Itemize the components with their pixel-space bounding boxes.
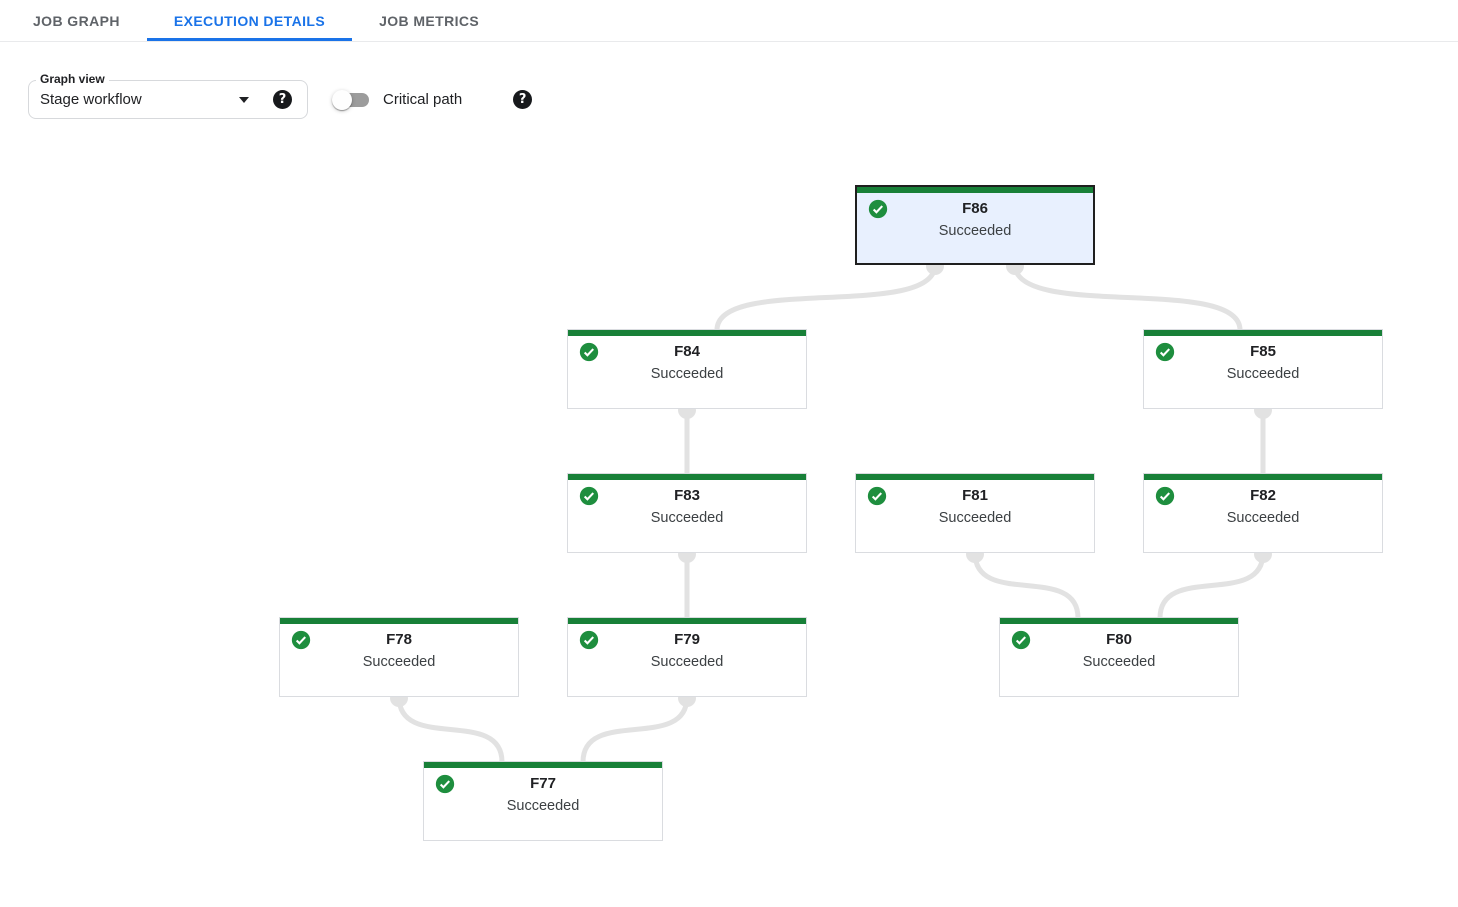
stage-node-f81[interactable]: F81 Succeeded bbox=[855, 473, 1095, 553]
critical-path-help-icon[interactable]: ? bbox=[513, 90, 533, 109]
stage-status-bar bbox=[857, 187, 1093, 193]
check-circle-icon bbox=[868, 199, 888, 219]
stage-status-bar bbox=[568, 330, 806, 336]
stage-label: F82 bbox=[1250, 487, 1276, 504]
tab-label: JOB GRAPH bbox=[33, 12, 120, 29]
stage-label: F83 bbox=[674, 487, 700, 504]
stage-status-bar bbox=[280, 618, 518, 624]
graph-edge bbox=[714, 264, 938, 331]
toggle-knob-icon bbox=[332, 89, 352, 110]
critical-path-control: Critical path ? bbox=[332, 89, 533, 110]
tab-label: EXECUTION DETAILS bbox=[173, 12, 326, 29]
stage-node-f83[interactable]: F83 Succeeded bbox=[567, 473, 807, 553]
stage-label: F77 bbox=[530, 775, 556, 792]
check-circle-icon bbox=[435, 774, 455, 794]
stage-node-f85[interactable]: F85 Succeeded bbox=[1143, 329, 1383, 409]
stage-status-bar bbox=[1144, 474, 1382, 480]
tab-job-metrics[interactable]: JOB METRICS bbox=[352, 0, 506, 41]
graph-edge bbox=[580, 696, 690, 763]
stage-status: Succeeded bbox=[650, 510, 724, 526]
check-circle-icon bbox=[579, 630, 599, 650]
stage-node-f79[interactable]: F79 Succeeded bbox=[567, 617, 807, 697]
stage-node-f86[interactable]: F86 Succeeded bbox=[855, 185, 1095, 265]
stage-label: F80 bbox=[1106, 631, 1132, 648]
stage-status: Succeeded bbox=[1226, 510, 1300, 526]
stage-status: Succeeded bbox=[650, 366, 724, 382]
check-circle-icon bbox=[867, 486, 887, 506]
tab-label: JOB METRICS bbox=[379, 12, 480, 29]
graph-view-help-icon[interactable]: ? bbox=[273, 90, 292, 109]
graph-edge bbox=[1157, 552, 1266, 619]
graph-edge bbox=[396, 696, 505, 763]
tab-job-graph[interactable]: JOB GRAPH bbox=[6, 0, 147, 41]
stage-status: Succeeded bbox=[506, 798, 580, 814]
graph-view-field-label: Graph view bbox=[36, 72, 109, 86]
stage-label: F84 bbox=[674, 343, 700, 360]
stage-status: Succeeded bbox=[938, 510, 1012, 526]
stage-status-bar bbox=[568, 618, 806, 624]
stage-node-f80[interactable]: F80 Succeeded bbox=[999, 617, 1239, 697]
graph-view-select[interactable]: Graph view Stage workflow ? bbox=[28, 72, 308, 119]
stage-status: Succeeded bbox=[362, 654, 436, 670]
check-circle-icon bbox=[1155, 342, 1175, 362]
stage-status: Succeeded bbox=[650, 654, 724, 670]
stage-status-bar bbox=[1144, 330, 1382, 336]
stage-status-bar bbox=[1000, 618, 1238, 624]
graph-view-selected-value: Stage workflow bbox=[40, 91, 142, 108]
critical-path-label: Critical path bbox=[383, 91, 463, 108]
graph-edge bbox=[1012, 264, 1243, 331]
stage-label: F78 bbox=[386, 631, 412, 648]
check-circle-icon bbox=[579, 486, 599, 506]
check-circle-icon bbox=[1155, 486, 1175, 506]
stage-status-bar bbox=[568, 474, 806, 480]
stage-node-f84[interactable]: F84 Succeeded bbox=[567, 329, 807, 409]
stage-status: Succeeded bbox=[938, 223, 1012, 239]
stage-node-f77[interactable]: F77 Succeeded bbox=[423, 761, 663, 841]
stage-status-bar bbox=[856, 474, 1094, 480]
graph-controls: Graph view Stage workflow ? Critical pat… bbox=[28, 72, 533, 119]
stage-label: F79 bbox=[674, 631, 700, 648]
stage-label: F85 bbox=[1250, 343, 1276, 360]
check-circle-icon bbox=[1011, 630, 1031, 650]
stage-status-bar bbox=[424, 762, 662, 768]
stage-status: Succeeded bbox=[1226, 366, 1300, 382]
stage-label: F86 bbox=[962, 200, 988, 217]
graph-edge bbox=[972, 552, 1081, 619]
dropdown-arrow-icon[interactable] bbox=[239, 96, 249, 103]
check-circle-icon bbox=[291, 630, 311, 650]
stage-node-f82[interactable]: F82 Succeeded bbox=[1143, 473, 1383, 553]
stage-label: F81 bbox=[962, 487, 988, 504]
critical-path-toggle[interactable] bbox=[332, 89, 369, 110]
check-circle-icon bbox=[579, 342, 599, 362]
stage-node-f78[interactable]: F78 Succeeded bbox=[279, 617, 519, 697]
tab-bar: JOB GRAPH EXECUTION DETAILS JOB METRICS bbox=[0, 0, 1458, 42]
stage-status: Succeeded bbox=[1082, 654, 1156, 670]
tab-execution-details[interactable]: EXECUTION DETAILS bbox=[146, 0, 353, 41]
